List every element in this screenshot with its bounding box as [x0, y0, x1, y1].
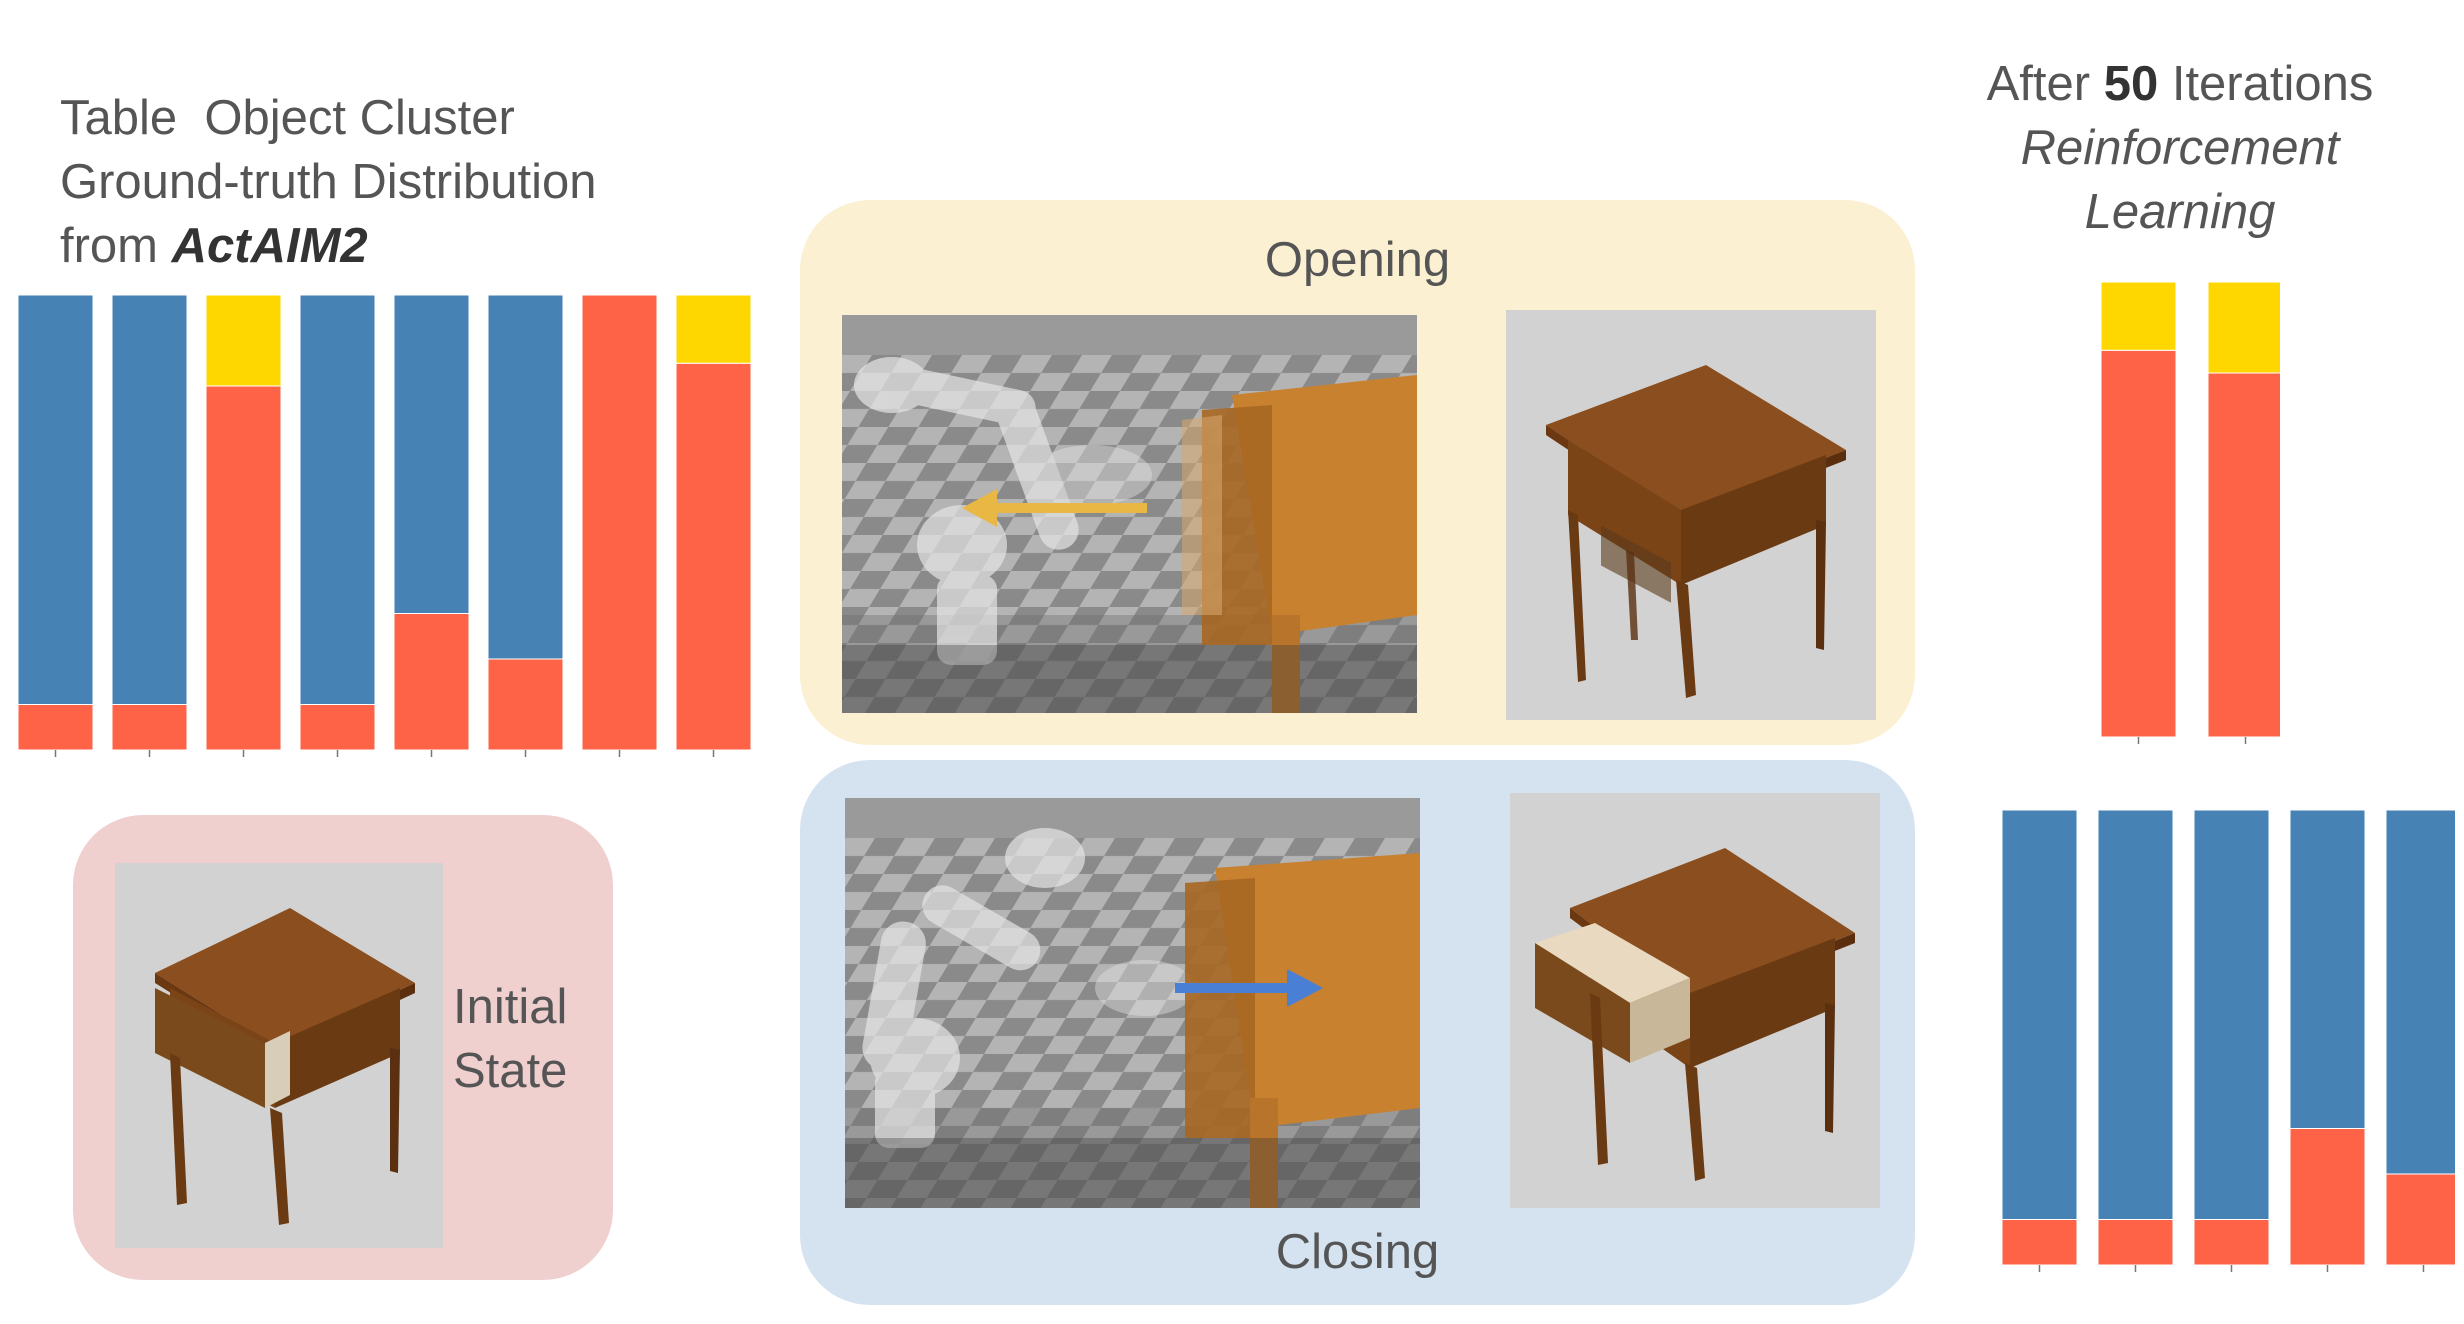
left-title-line1: Table Object Cluster [60, 91, 515, 145]
chart1-bar3-segment-red [205, 385, 282, 751]
initial-label-line1: Initial [453, 980, 568, 1034]
right-title-prefix: After [1986, 57, 2104, 111]
chart3-bar3-segment-red [2193, 1219, 2270, 1266]
opening-label: Opening [1264, 233, 1451, 287]
chart1-bar8-segment-yellow [675, 294, 752, 364]
chart1-bar6-segment-blue [487, 294, 564, 660]
initial-state-label: Initial State [453, 975, 567, 1103]
chart1-bar5-segment-blue [393, 294, 470, 614]
closing-panel: Closing [800, 760, 1915, 1305]
left-title: Table Object Cluster Ground-truth Distri… [60, 86, 597, 278]
chart-rl-opening [2100, 281, 2280, 744]
chart1-bar4-segment-blue [299, 294, 376, 705]
closing-goal-table-image [1510, 793, 1880, 1208]
initial-label-line2: State [453, 1044, 568, 1098]
chart3-bar1-segment-blue [2001, 809, 2078, 1220]
opening-simulation-image [842, 315, 1417, 713]
chart1-bar2-segment-red [111, 704, 188, 751]
right-title-number: 50 [2103, 57, 2159, 111]
chart1-bar5-segment-red [393, 613, 470, 751]
chart3-bar1-segment-red [2001, 1219, 2078, 1266]
chart2-bar2-segment-red [2207, 372, 2280, 738]
closing-label: Closing [1275, 1225, 1440, 1279]
right-title-suffix: Iterations [2158, 57, 2374, 111]
chart2-bar1-segment-yellow [2100, 281, 2177, 351]
right-title-line2: Reinforcement [2020, 121, 2340, 175]
initial-table-image [115, 863, 443, 1248]
chart3-bar4-segment-red [2289, 1128, 2366, 1266]
chart1-bar8-segment-red [675, 362, 752, 751]
chart2-bar1-segment-red [2100, 349, 2177, 738]
chart1-bar3-segment-yellow [205, 294, 282, 387]
right-title-line3: Learning [2084, 185, 2276, 239]
chart1-bar2-segment-blue [111, 294, 188, 705]
chart1-bar1-segment-blue [17, 294, 94, 705]
right-title: After 50 Iterations Reinforcement Learni… [1890, 52, 2464, 244]
chart3-bar3-segment-blue [2193, 809, 2270, 1220]
left-title-line3-prefix: from [60, 219, 172, 273]
right-title-line1: After 50 Iterations [1890, 52, 2464, 116]
initial-state-panel: Initial State [73, 815, 613, 1280]
chart-ground-truth [17, 294, 752, 757]
chart1-bar1-segment-red [17, 704, 94, 751]
chart1-bar4-segment-red [299, 704, 376, 751]
left-title-line2: Ground-truth Distribution [60, 155, 597, 209]
opening-goal-table-image [1506, 310, 1876, 720]
chart3-bar5-segment-blue [2385, 809, 2455, 1175]
chart2-bar2-segment-yellow [2207, 281, 2280, 374]
chart1-bar6-segment-red [487, 658, 564, 751]
chart-rl-closing [2001, 809, 2455, 1272]
left-title-line3: from ActAIM2 [60, 214, 597, 278]
chart1-bar7-segment-red [581, 294, 658, 751]
left-title-method-name: ActAIM2 [171, 219, 368, 273]
closing-simulation-image [845, 798, 1420, 1208]
chart3-bar2-segment-red [2097, 1219, 2174, 1266]
chart3-bar5-segment-red [2385, 1173, 2455, 1266]
opening-panel: Opening [800, 200, 1915, 745]
chart3-bar2-segment-blue [2097, 809, 2174, 1220]
chart3-bar4-segment-blue [2289, 809, 2366, 1129]
